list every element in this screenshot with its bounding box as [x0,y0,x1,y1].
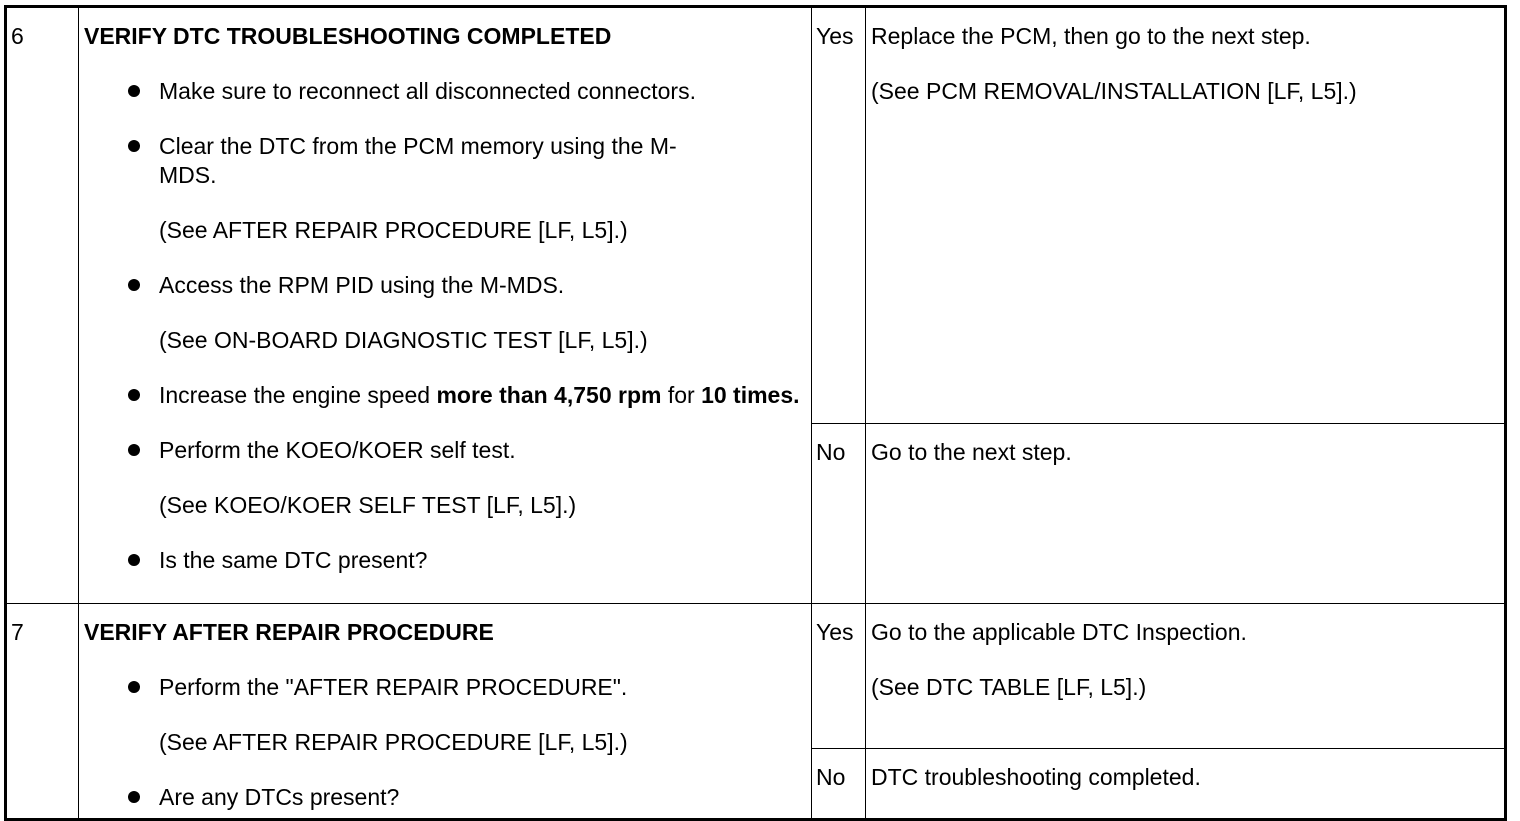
list-item: Are any DTCs present? [84,783,811,812]
step-action: VERIFY DTC TROUBLESHOOTING COMPLETED Mak… [78,6,812,604]
yes-label: Yes [811,6,866,424]
no-result: DTC troubleshooting completed. [865,748,1506,820]
bullet-icon [128,791,140,803]
step-row-6-no: No Go to the next step. [6,423,1506,604]
step-number: 7 [5,603,79,820]
step-action: VERIFY AFTER REPAIR PROCEDURE Perform th… [78,603,812,820]
yes-result: Go to the applicable DTC Inspection. (Se… [865,603,1506,749]
bullet-icon [128,444,140,456]
list-item: Increase the engine speed more than 4,75… [84,381,811,410]
reference-note: (See AFTER REPAIR PROCEDURE [LF, L5].) [159,217,628,243]
list-item: Make sure to reconnect all disconnected … [84,77,811,106]
bullet-icon [128,389,140,401]
step-row-6-yes: 6 VERIFY DTC TROUBLESHOOTING COMPLETED M… [5,6,1506,604]
reference-note: (See ON-BOARD DIAGNOSTIC TEST [LF, L5].) [159,327,648,353]
bullet-icon [128,279,140,291]
step-row-7-yes: 7 VERIFY AFTER REPAIR PROCEDURE Perform … [5,603,1506,820]
troubleshooting-table: 6 VERIFY DTC TROUBLESHOOTING COMPLETED M… [4,5,1507,821]
action-list: Make sure to reconnect all disconnected … [84,77,811,575]
bullet-icon [128,85,140,97]
list-item: Clear the DTC from the PCM memory using … [84,132,811,190]
yes-result: Replace the PCM, then go to the next ste… [865,6,1506,424]
step-heading: VERIFY DTC TROUBLESHOOTING COMPLETED [84,23,612,49]
list-item: Perform the KOEO/KOER self test. [84,436,811,465]
no-label: No [811,423,866,604]
step-number: 6 [5,6,79,604]
no-result: Go to the next step. [865,423,1506,604]
action-list: Perform the "AFTER REPAIR PROCEDURE". (S… [84,673,811,812]
step-heading: VERIFY AFTER REPAIR PROCEDURE [84,619,494,645]
bullet-icon [128,140,140,152]
list-item: Is the same DTC present? [84,546,811,575]
bullet-icon [128,554,140,566]
no-label: No [811,748,866,820]
list-item: Perform the "AFTER REPAIR PROCEDURE". [84,673,811,702]
list-item: Access the RPM PID using the M-MDS. [84,271,811,300]
reference-note: (See KOEO/KOER SELF TEST [LF, L5].) [159,492,577,518]
reference-note: (See AFTER REPAIR PROCEDURE [LF, L5].) [159,729,628,755]
bullet-icon [128,681,140,693]
yes-label: Yes [811,603,866,749]
